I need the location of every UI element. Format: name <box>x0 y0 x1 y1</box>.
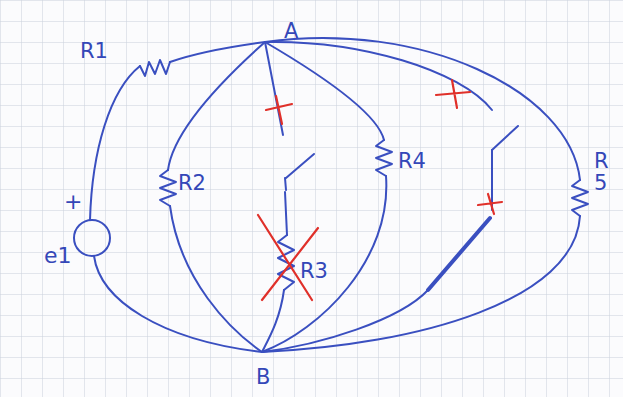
cut-mark <box>258 215 318 300</box>
node-label: B <box>256 366 270 388</box>
resistor-label: R5 <box>594 150 607 194</box>
resistor-symbol <box>140 60 170 76</box>
resistor-label: R1 <box>80 40 108 62</box>
resistor-label: R4 <box>398 150 426 172</box>
wire <box>90 66 140 220</box>
switch-symbol <box>285 154 314 190</box>
wire <box>170 206 262 352</box>
node-label: A <box>284 20 298 42</box>
switch-symbol <box>492 126 518 150</box>
resistor-symbol <box>572 180 588 216</box>
cut-mark <box>478 194 502 214</box>
resistor-symbol <box>376 140 392 176</box>
wire <box>262 216 580 352</box>
cut-mark <box>436 80 470 108</box>
wire <box>428 218 490 290</box>
source-symbol <box>74 220 110 256</box>
source-label: e1 <box>44 244 72 267</box>
wire <box>265 42 384 140</box>
source-label: + <box>64 190 82 213</box>
wire <box>168 42 265 170</box>
resistor-symbol <box>160 170 176 206</box>
resistor-label: R3 <box>300 260 328 282</box>
wire <box>94 256 262 352</box>
wire <box>170 42 265 62</box>
cut-mark <box>266 96 292 124</box>
wire <box>265 38 580 180</box>
wire <box>285 192 287 235</box>
wire <box>265 42 492 110</box>
resistor-label: R2 <box>178 172 206 194</box>
wire <box>262 290 428 352</box>
wire <box>491 150 493 210</box>
